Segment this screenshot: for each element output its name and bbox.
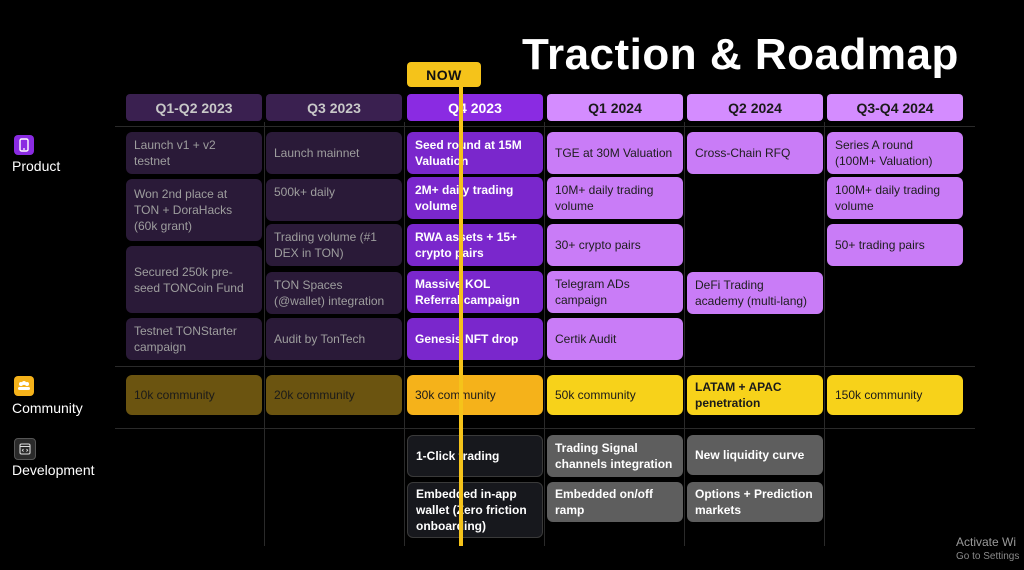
product-card: 10M+ daily trading volume bbox=[547, 177, 683, 219]
product-card: TGE at 30M Valuation bbox=[547, 132, 683, 174]
community-card: 150k community bbox=[827, 375, 963, 415]
header-q4-2023: Q4 2023 bbox=[407, 94, 543, 121]
row-divider bbox=[115, 428, 975, 429]
header-q2-2024: Q2 2024 bbox=[687, 94, 823, 121]
people-icon bbox=[14, 376, 34, 396]
row-divider bbox=[115, 366, 975, 367]
page-title: Traction & Roadmap bbox=[522, 30, 959, 79]
phone-icon bbox=[14, 135, 34, 155]
product-card: 500k+ daily bbox=[266, 179, 402, 221]
product-card: TON Spaces (@wallet) integration bbox=[266, 272, 402, 314]
header-q1-2024: Q1 2024 bbox=[547, 94, 683, 121]
product-card: Won 2nd place at TON + DoraHacks (60k gr… bbox=[126, 179, 262, 241]
product-card: Genesis NFT drop bbox=[407, 318, 543, 360]
row-divider bbox=[115, 126, 975, 127]
column-divider bbox=[264, 122, 265, 546]
column-divider bbox=[684, 122, 685, 546]
column-divider bbox=[824, 122, 825, 546]
code-window-icon bbox=[14, 438, 36, 460]
product-card: Trading volume (#1 DEX in TON) bbox=[266, 224, 402, 266]
header-q3-2023: Q3 2023 bbox=[266, 94, 402, 121]
category-product: Product bbox=[12, 158, 61, 174]
product-card: 30+ crypto pairs bbox=[547, 224, 683, 266]
product-card: Audit by TonTech bbox=[266, 318, 402, 360]
category-community: Community bbox=[12, 400, 83, 416]
product-card: Testnet TONStarter campaign bbox=[126, 318, 262, 360]
product-card: Telegram ADs campaign bbox=[547, 271, 683, 313]
column-divider bbox=[404, 122, 405, 546]
development-card: New liquidity curve bbox=[687, 435, 823, 475]
development-card: Trading Signal channels integration bbox=[547, 435, 683, 477]
development-card: Options + Prediction markets bbox=[687, 482, 823, 522]
community-card: 20k community bbox=[266, 375, 402, 415]
community-card: 50k community bbox=[547, 375, 683, 415]
product-card: Seed round at 15M Valuation bbox=[407, 132, 543, 174]
product-card: Cross-Chain RFQ bbox=[687, 132, 823, 174]
product-card: RWA assets + 15+ crypto pairs bbox=[407, 224, 543, 266]
development-card: Embedded on/off ramp bbox=[547, 482, 683, 522]
activate-windows-watermark: Activate Wi bbox=[956, 535, 1017, 549]
product-card: Massive KOL Referral campaign bbox=[407, 271, 543, 313]
community-card: LATAM + APAC penetration bbox=[687, 375, 823, 415]
product-card: Certik Audit bbox=[547, 318, 683, 360]
product-card: Series A round (100M+ Valuation) bbox=[827, 132, 963, 174]
product-card: 100M+ daily trading volume bbox=[827, 177, 963, 219]
development-card: 1-Click trading bbox=[407, 435, 543, 477]
activate-windows-hint: Go to Settings bbox=[956, 551, 1020, 562]
now-badge: NOW bbox=[407, 62, 481, 87]
now-line bbox=[459, 86, 463, 546]
product-card: DeFi Trading academy (multi-lang) bbox=[687, 272, 823, 314]
community-card: 10k community bbox=[126, 375, 262, 415]
product-card: 50+ trading pairs bbox=[827, 224, 963, 266]
header-q1-q2-2023: Q1-Q2 2023 bbox=[126, 94, 262, 121]
product-card: Launch mainnet bbox=[266, 132, 402, 174]
community-card: 30k community bbox=[407, 375, 543, 415]
column-divider bbox=[544, 122, 545, 546]
category-development: Development bbox=[12, 462, 95, 478]
development-card: Embedded in-app wallet (Zero friction on… bbox=[407, 482, 543, 538]
header-q3-q4-2024: Q3-Q4 2024 bbox=[827, 94, 963, 121]
product-card: Secured 250k pre-seed TONCoin Fund bbox=[126, 246, 262, 313]
product-card: 2M+ daily trading volume bbox=[407, 177, 543, 219]
product-card: Launch v1 + v2 testnet bbox=[126, 132, 262, 174]
